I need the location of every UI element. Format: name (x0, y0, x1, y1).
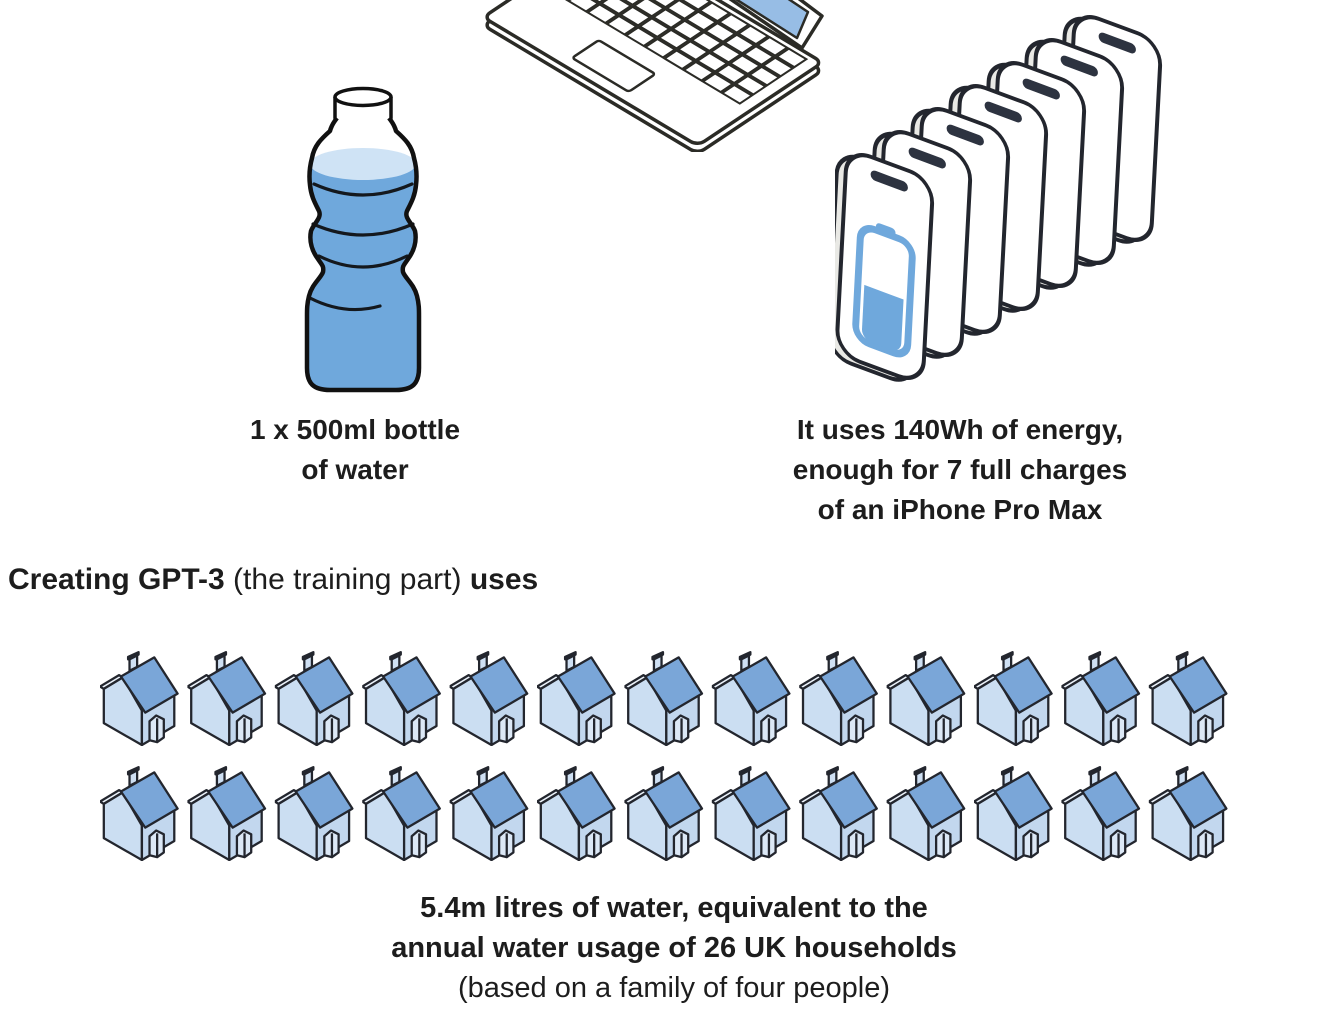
water-bottle-illustration (304, 86, 422, 393)
house-icon (799, 766, 878, 861)
caption-line: enough for 7 full charges (792, 454, 1128, 485)
house-icon (711, 766, 791, 861)
house-icon (537, 766, 616, 861)
house-icon (624, 651, 704, 746)
laptop-illustration (450, 0, 824, 152)
house-icon (362, 651, 441, 746)
house-icon (274, 766, 354, 861)
caption-line: annual water usage of 26 UK households (391, 932, 957, 964)
house-icon (100, 651, 179, 746)
caption-line: 5.4m litres of water, equivalent to the (420, 892, 928, 924)
iphone-stack-illustration (835, 15, 1163, 382)
house-icon (1148, 651, 1228, 746)
laptop-screen (728, 0, 824, 50)
house-icon (1148, 766, 1228, 861)
caption-line: of water (301, 454, 409, 485)
bottle-water (307, 148, 419, 390)
laptop-keyboard (549, 0, 806, 104)
house-icon (1061, 651, 1141, 746)
heading-bold: uses (469, 563, 539, 596)
bottle-caption: 1 x 500ml bottle of water (150, 410, 560, 490)
house-row (100, 651, 1228, 746)
laptop-trackpad (572, 40, 655, 92)
house-icon (886, 651, 966, 746)
house-icon (449, 766, 529, 861)
heading-regular: (the training part) (224, 563, 470, 596)
house-row (100, 766, 1228, 861)
section-heading: Creating GPT-3 (the training part) uses (8, 560, 538, 600)
house-icon (974, 651, 1053, 746)
house-icon (100, 766, 179, 861)
caption-line: 1 x 500ml bottle (249, 414, 461, 445)
house-icon (1061, 766, 1141, 861)
house-icon (886, 766, 966, 861)
energy-caption: It uses 140Wh of energy, enough for 7 fu… (754, 410, 1166, 530)
house-icon (537, 651, 616, 746)
house-icon (974, 766, 1053, 861)
house-icon (449, 651, 529, 746)
iphone-icon (835, 153, 935, 382)
house-icon (624, 766, 704, 861)
battery-icon (852, 223, 916, 358)
heading-bold: Creating GPT-3 (8, 563, 225, 596)
caption-line: (based on a family of four people) (457, 972, 891, 1004)
caption-line: of an iPhone Pro Max (817, 494, 1103, 525)
households-caption: 5.4m litres of water, equivalent to the … (20, 888, 1328, 1008)
house-icon (799, 651, 878, 746)
house-icon (274, 651, 354, 746)
house-icon (187, 766, 267, 861)
house-icon (711, 651, 791, 746)
laptop-base (483, 0, 822, 146)
caption-line: It uses 140Wh of energy, (796, 414, 1124, 445)
house-icon (362, 766, 441, 861)
house-icon (187, 651, 267, 746)
